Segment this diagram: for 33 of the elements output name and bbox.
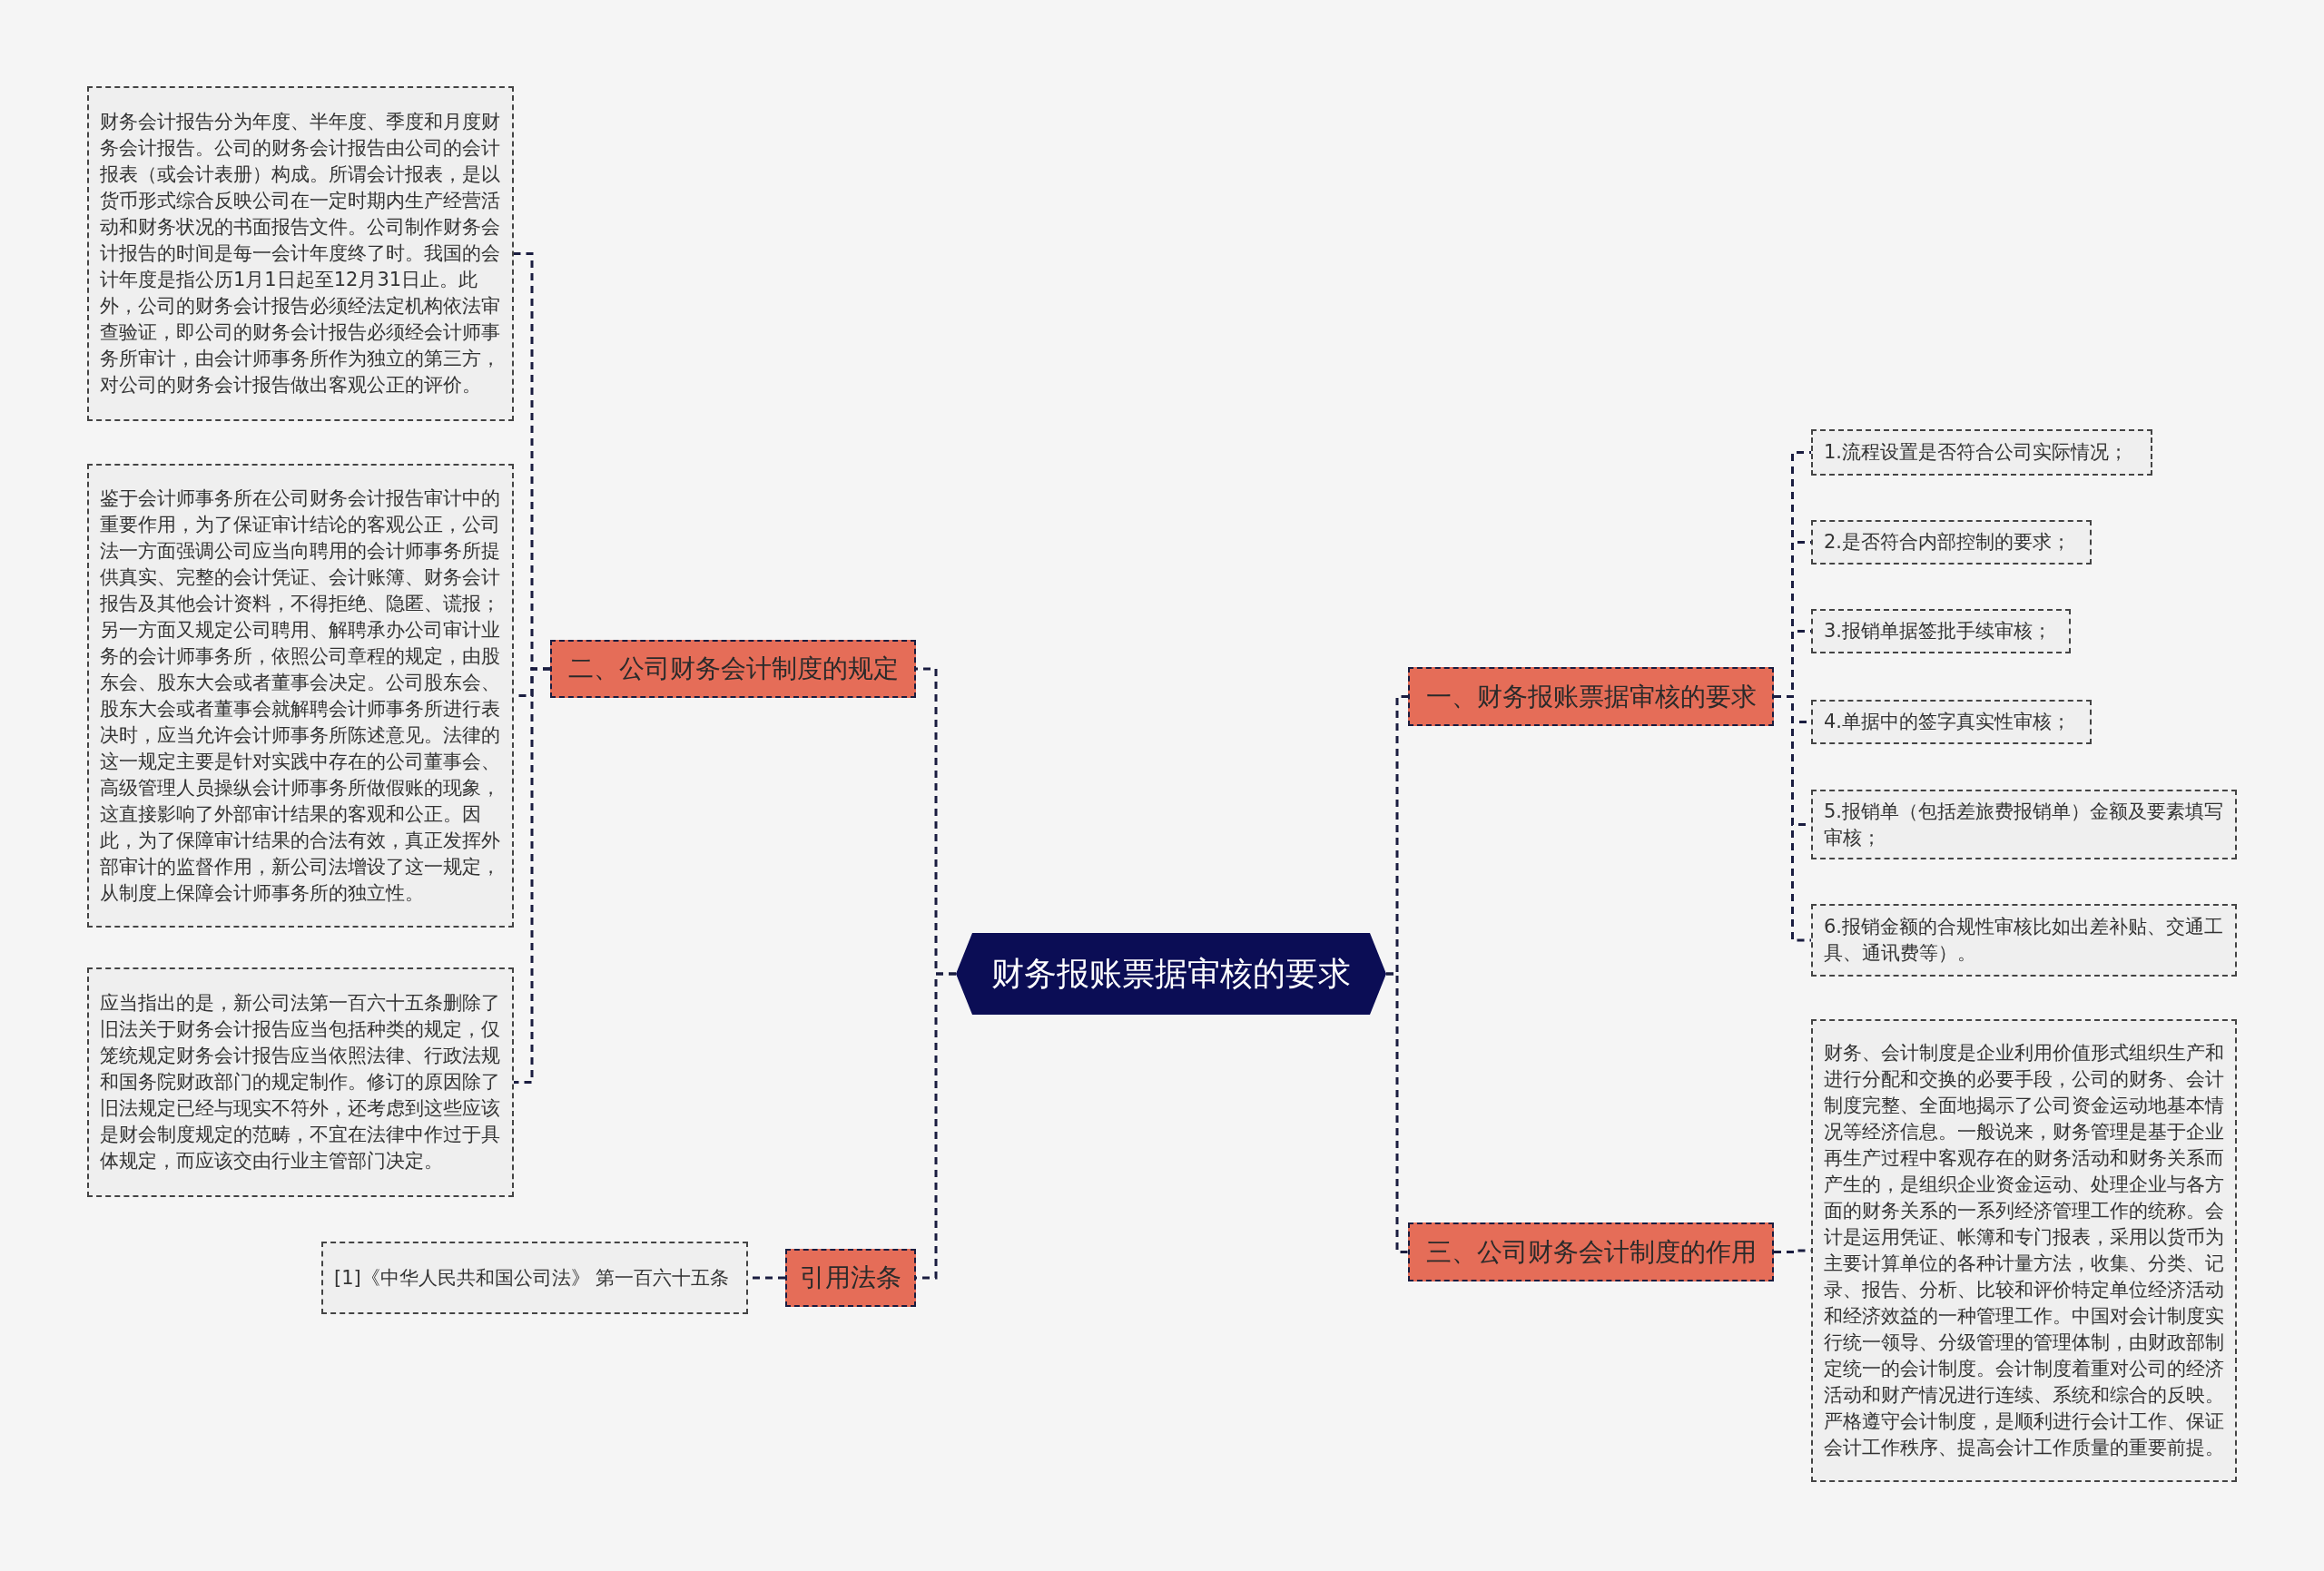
- note-box: [1811, 609, 2071, 653]
- note-text: 3.报销单据签批手续审核；: [1824, 619, 2053, 643]
- note-text: 财务、会计制度是企业利用价值形式组织生产和进行分配和交换的必要手段，公司的财务、会计制度完整、全面地揭示了公司资金运动地基本情况等经济信息。一般说来，财务管理是基于企业再生产过程中客观存在的财务活动和财务关系而产生的，是组织企业资金运动、处理企业与各方面的财务关系的一系列经济管理工作的统称。会计是运用凭证、帐簿和专门报表，采用以货币为主要计算单位的各种计量方法，收集、分类、记录、报告、分析、比较和评价特定单位经济活动和经济效益的一种管理工作。中国对会计制度实行统一领导、分级管理的管理体制，由财政部制定统一的会计制度。会计制度着重对公司的经济活动和财产情况进行连续、系统和综合的反映。严格遵守会计制度，是顺利进行会计工作、保证会计工作秩序、提高会计工作质量的重要前提。: [1824, 1041, 2224, 1460]
- note-text: 鉴于会计师事务所在公司财务会计报告审计中的重要作用，为了保证审计结论的客观公正，公司法一方面强调公司应当向聘用的会计师事务所提供真实、完整的会计凭证、会计账簿、财务会计报告及其他会计资料，不得拒绝、隐匿、谎报；另一方面又规定公司聘用、解聘承办公司审计业务的会计师事务所，依照公司章程的规定，由股东会、股东大会或者董事会决定。公司股东会、股东大会或者董事会就解聘会计师事务所进行表决时，应当允许会计师事务所陈述意见。法律的这一规定主要是针对实践中存在的公司董事会、高级管理人员操纵会计师事务所做假账的现象，这直接影响了外部审计结果的客观和公正。因此，为了保障审计结果的合法有效，真正发挥外部审计的监督作用，新公司法增设了这一规定，从制度上保障会计师事务所的独立性。: [100, 486, 501, 906]
- topic-hexagon: [956, 933, 1386, 1015]
- connector-line: [1774, 695, 1811, 942]
- note-text: 6.报销金额的合规性审核比如出差补贴、交通工具、通讯费等）。: [1824, 915, 2224, 966]
- branch-title: 一、财务报账票据审核的要求: [1425, 680, 1757, 713]
- note-box: [1811, 520, 2092, 565]
- note-box: [1811, 429, 2152, 476]
- note-text: [1]《中华人民共和国公司法》 第一百六十五条: [334, 1265, 730, 1291]
- note-box: [1811, 904, 2237, 977]
- branch-box: [550, 640, 916, 698]
- connector-line: [1386, 972, 1408, 1253]
- note-box: [321, 1242, 748, 1314]
- note-text: 2.是否符合内部控制的要求；: [1824, 530, 2072, 555]
- topic-title: 财务报账票据审核的要求: [991, 953, 1351, 994]
- note-text: 1.流程设置是否符合公司实际情况；: [1824, 440, 2129, 465]
- note-text: 4.单据中的签字真实性审核；: [1824, 710, 2072, 734]
- note-box: [1811, 700, 2092, 744]
- branch-title: 引用法条: [800, 1262, 901, 1294]
- note-box: [87, 967, 514, 1197]
- branch-title: 三、公司财务会计制度的作用: [1425, 1235, 1757, 1269]
- branch-box: [785, 1249, 916, 1307]
- note-text: 应当指出的是，新公司法第一百六十五条删除了旧法关于财务会计报告应当包括种类的规定，仅笼统规定财务会计报告应当依照法律、行政法规和国务院财政部门的规定制作。修订的原因除了旧法规定已经与现实不符外，还考虑到这些应该是财会制度规定的范畴，不宜在法律中作过于具体规定，而应该交由行业主管部门决定。: [100, 991, 501, 1173]
- note-box: [87, 86, 514, 421]
- connector-line: [514, 667, 550, 1084]
- branch-box: [1408, 667, 1774, 726]
- branch-title: 二、公司财务会计制度的规定: [567, 653, 899, 685]
- note-text: 财务会计报告分为年度、半年度、季度和月度财务会计报告。公司的财务会计报告由公司的会计报表（或会计表册）构成。所谓会计报表，是以货币形式综合反映公司在一定时期内生产经营活动和财务状况的书面报告文件。公司制作财务会计报告的时间是每一会计年度终了时。我国的会计年度是指公历1月1日起至12月31日止。此外，公司的财务会计报告必须经法定机构依法审查验证，即公司的财务会计报告必须经会计师事务所审计，由会计师事务所作为独立的第三方，对公司的财务会计报告做出客观公正的评价。: [100, 110, 501, 398]
- note-box: [1811, 790, 2237, 859]
- branch-box: [1408, 1222, 1774, 1281]
- note-text: 5.报销单（包括差旅费报销单）金额及要素填写审核；: [1824, 799, 2224, 850]
